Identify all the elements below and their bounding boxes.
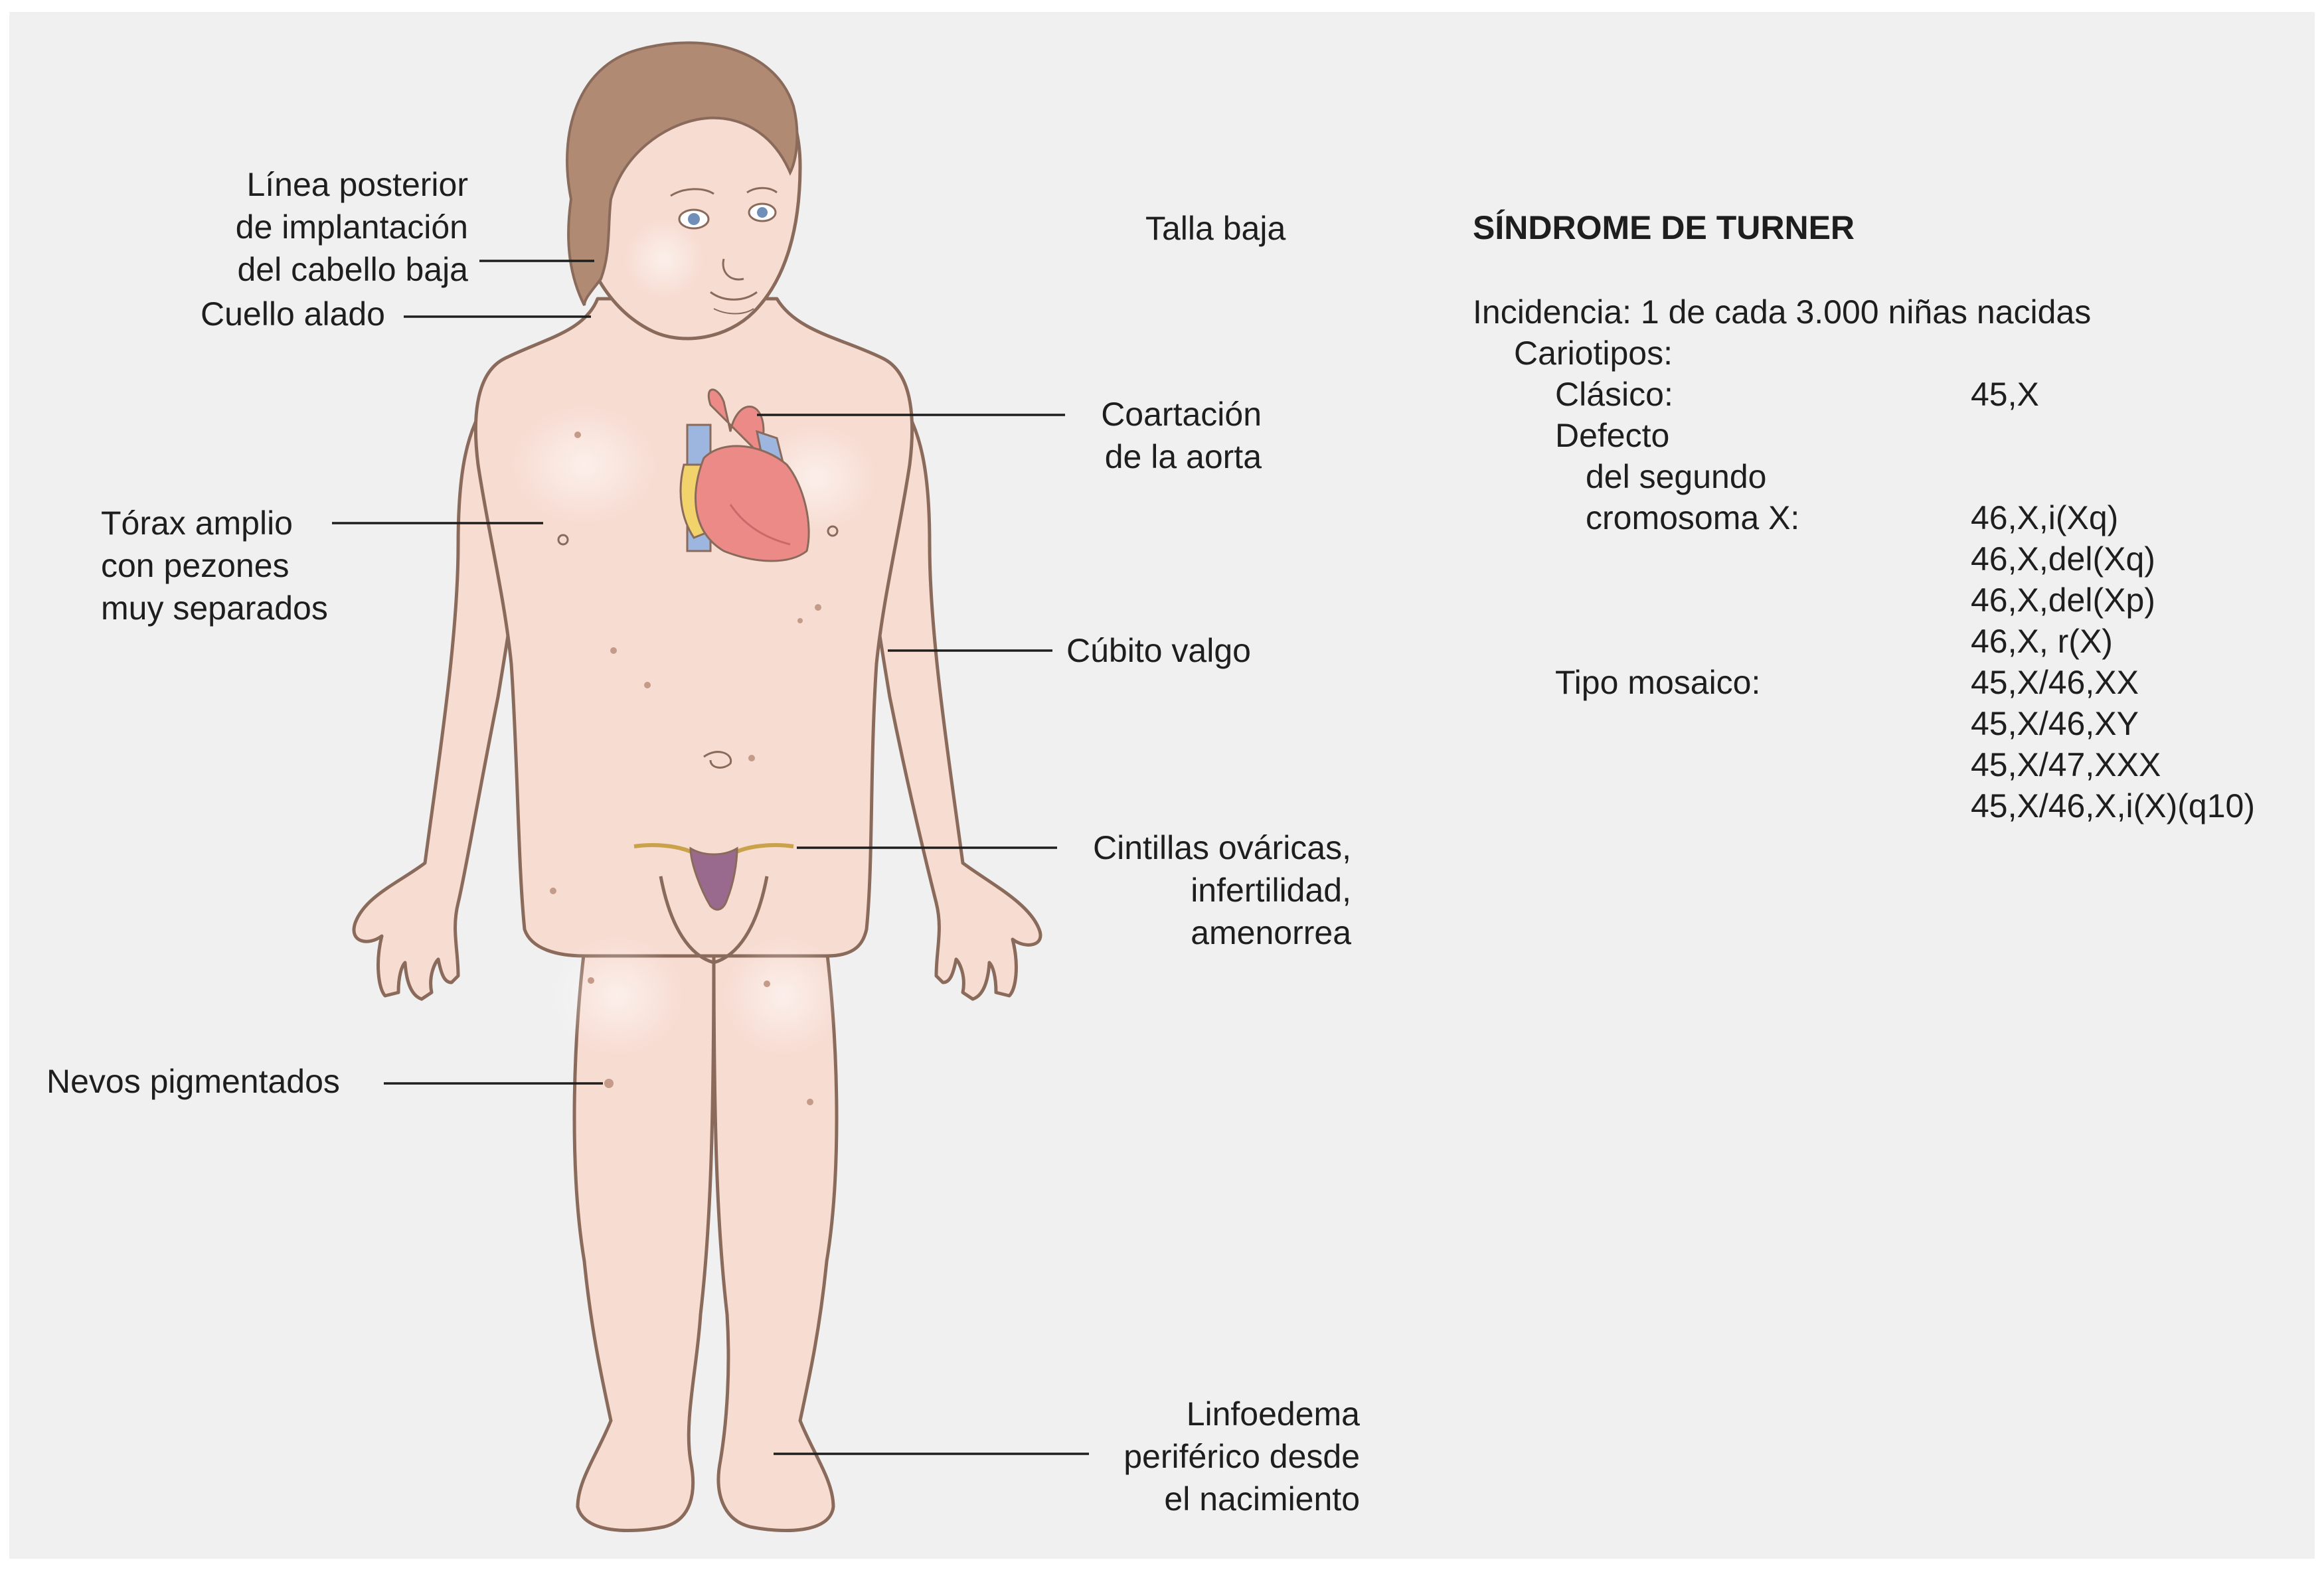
- label-webbed-neck: Cuello alado: [201, 295, 385, 333]
- mosaic-value: 45,X/46,XY: [1971, 705, 2139, 742]
- defect-value: 46,X,del(Xp): [1971, 582, 2155, 619]
- defect-value: 46,X,i(Xq): [1971, 499, 2119, 536]
- defect-value: 46,X,del(Xq): [1971, 540, 2155, 578]
- leader-lines: [332, 260, 1089, 1455]
- mosaic-label: Tipo mosaico:: [1555, 664, 1761, 701]
- karyotypes-heading: Cariotipos:: [1514, 335, 1673, 372]
- navel: [703, 751, 732, 769]
- mosaic-value: 45,X/46,X,i(X)(q10): [1971, 787, 2255, 824]
- label-hairline: Línea posterior de implantación del cabe…: [235, 166, 468, 288]
- label-short-stature: Talla baja: [1145, 210, 1286, 247]
- right-nipple: [827, 525, 839, 537]
- label-ovarian-streaks: Cintillas ováricas, infertilidad, amenor…: [1092, 829, 1351, 951]
- label-cubitus-valgus: Cúbito valgo: [1066, 632, 1251, 669]
- defect-label-line1: Defecto: [1555, 417, 1670, 454]
- figure-panel: [9, 12, 2315, 1559]
- face: [670, 187, 778, 315]
- hair: [566, 41, 799, 306]
- defect-label-line3: cromosoma X:: [1586, 499, 1800, 536]
- pigmented-nevi: [550, 432, 821, 1105]
- label-nevi: Nevos pigmentados: [46, 1063, 340, 1100]
- heart: [679, 388, 810, 562]
- syndrome-title: SÍNDROME DE TURNER: [1473, 209, 1855, 246]
- label-wide-chest: Tórax amplio con pezones muy separados: [101, 505, 328, 627]
- label-lymphedema: Linfoedema periférico desde el nacimient…: [1123, 1395, 1360, 1518]
- defect-label-line2: del segundo: [1586, 458, 1767, 495]
- mosaic-value: 45,X/47,XXX: [1971, 746, 2161, 783]
- incidence-text: Incidencia: 1 de cada 3.000 niñas nacida…: [1473, 293, 2092, 331]
- label-coarctation: Coartación de la aorta: [1101, 396, 1262, 475]
- uterus-ovarian-streaks: [633, 843, 794, 911]
- defect-value: 46,X, r(X): [1971, 623, 2113, 660]
- classic-label: Clásico:: [1555, 376, 1673, 413]
- left-nipple: [557, 534, 569, 546]
- classic-value: 45,X: [1971, 376, 2039, 413]
- mosaic-value: 45,X/46,XX: [1971, 664, 2139, 701]
